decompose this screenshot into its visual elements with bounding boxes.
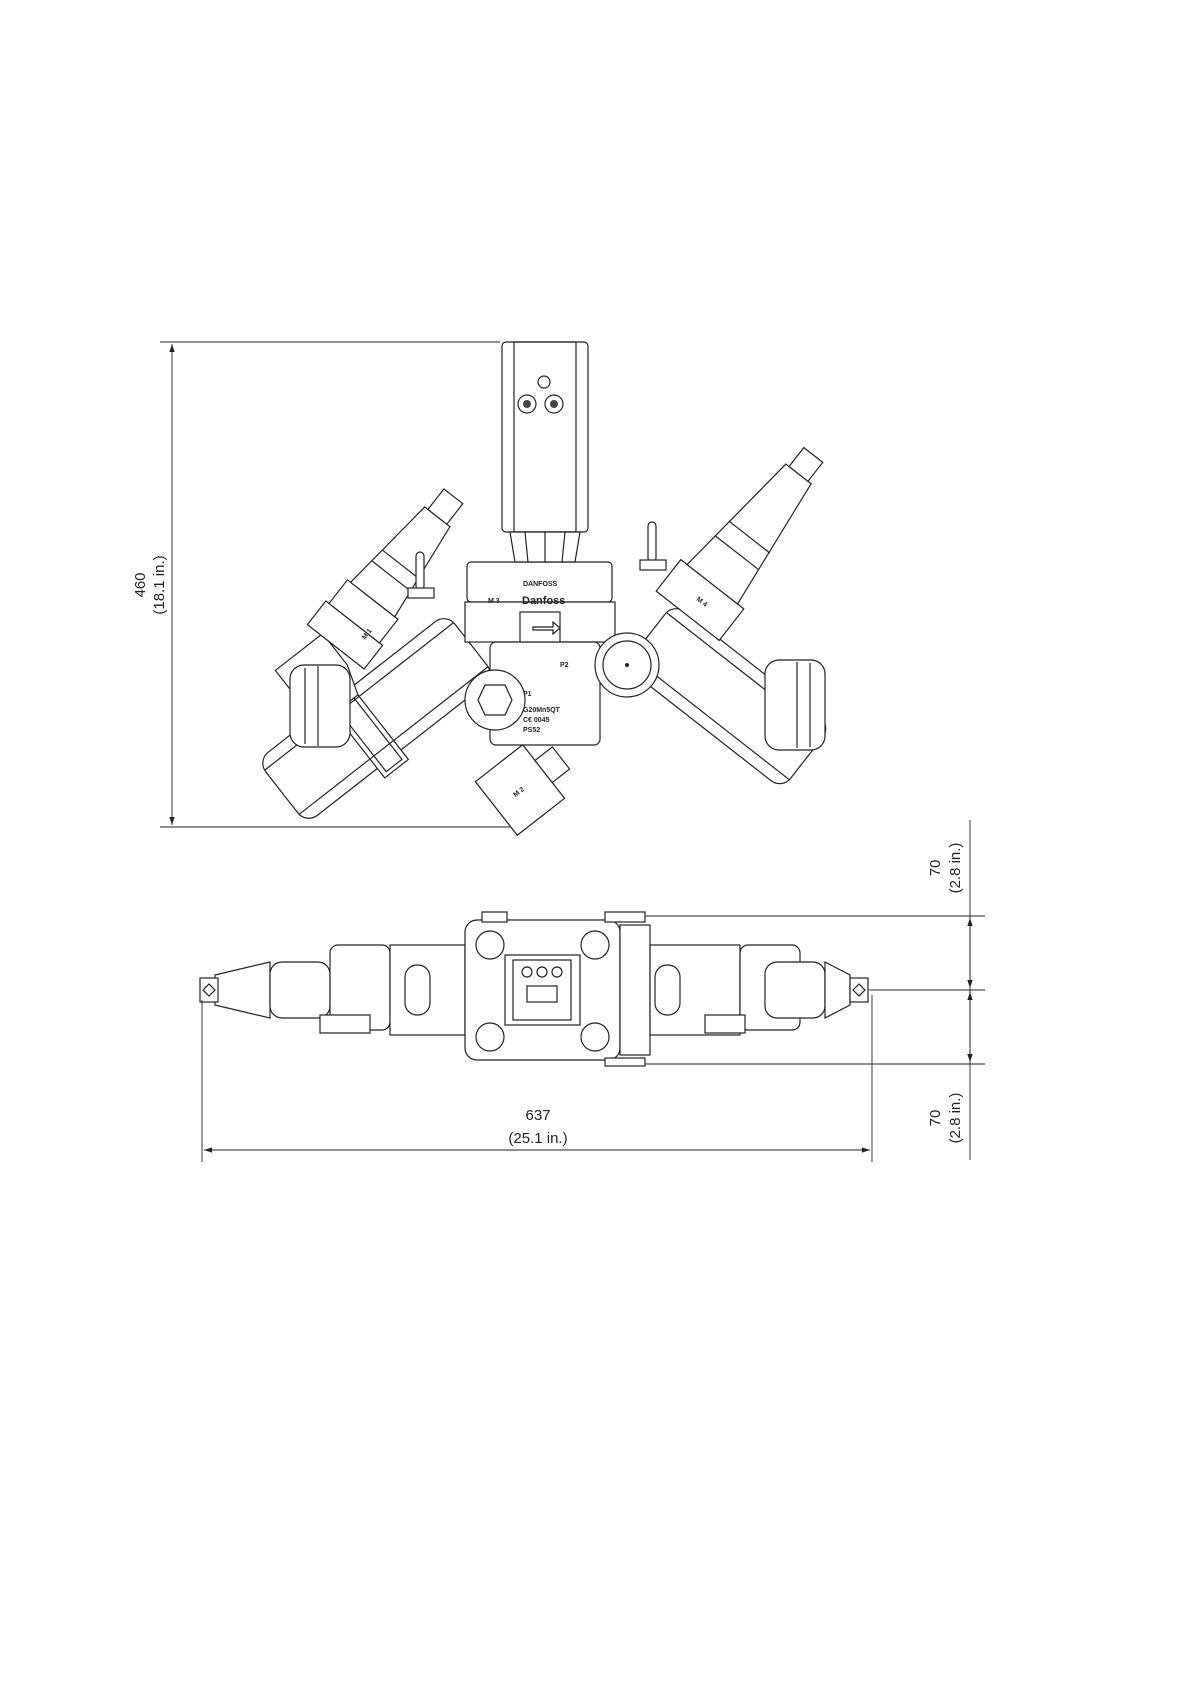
width-imperial: (25.1 in.) (508, 1130, 567, 1147)
width-value: 637 (525, 1107, 550, 1124)
height-imperial: (18.1 in.) (151, 555, 168, 614)
half-height-dimensions: 70 (2.8 in.) 70 (2.8 in.) (645, 820, 985, 1160)
brand-main: Danfoss (522, 595, 565, 607)
label-ce: C€ 0045 (523, 717, 550, 724)
left-stem (306, 488, 464, 670)
label-ps: PS52 (523, 727, 540, 734)
m2-block: M 2 (474, 743, 571, 837)
left-pipe (289, 664, 351, 748)
pin-right (639, 521, 667, 571)
lower-half-value: 70 (927, 1110, 944, 1127)
select-button-icon (536, 966, 548, 978)
height-dimension: 460 (18.1 in.) (132, 341, 510, 828)
down-button-icon (521, 966, 533, 978)
upper-half-value: 70 (927, 860, 944, 877)
pin-left (407, 551, 435, 599)
indicator-icon (537, 375, 551, 389)
side-view (199, 911, 880, 1067)
display (526, 985, 558, 1003)
flow-arrow-icon (532, 620, 561, 636)
label-material: G20Mn5QT (523, 707, 561, 714)
label-m3: M 3 (488, 598, 500, 605)
brand-upper: DANFOSS (523, 581, 558, 588)
label-p1: P1 (523, 691, 532, 698)
upper-half-imperial: (2.8 in.) (947, 843, 964, 894)
top-view: M 2 M 1 M 4 DANFOSS Danfoss M 3 (262, 341, 827, 837)
right-stem (655, 446, 824, 642)
valve-body: DANFOSS Danfoss M 3 P2 P1 G20Mn5QT C€ 00… (464, 561, 660, 746)
right-pipe (764, 659, 826, 751)
lower-half-imperial: (2.8 in.) (947, 1093, 964, 1144)
up-button-icon (551, 966, 563, 978)
actuator (501, 341, 589, 563)
width-dimension: 637 (25.1 in.) (201, 995, 873, 1162)
height-value: 460 (132, 572, 149, 597)
label-p2: P2 (560, 662, 569, 669)
